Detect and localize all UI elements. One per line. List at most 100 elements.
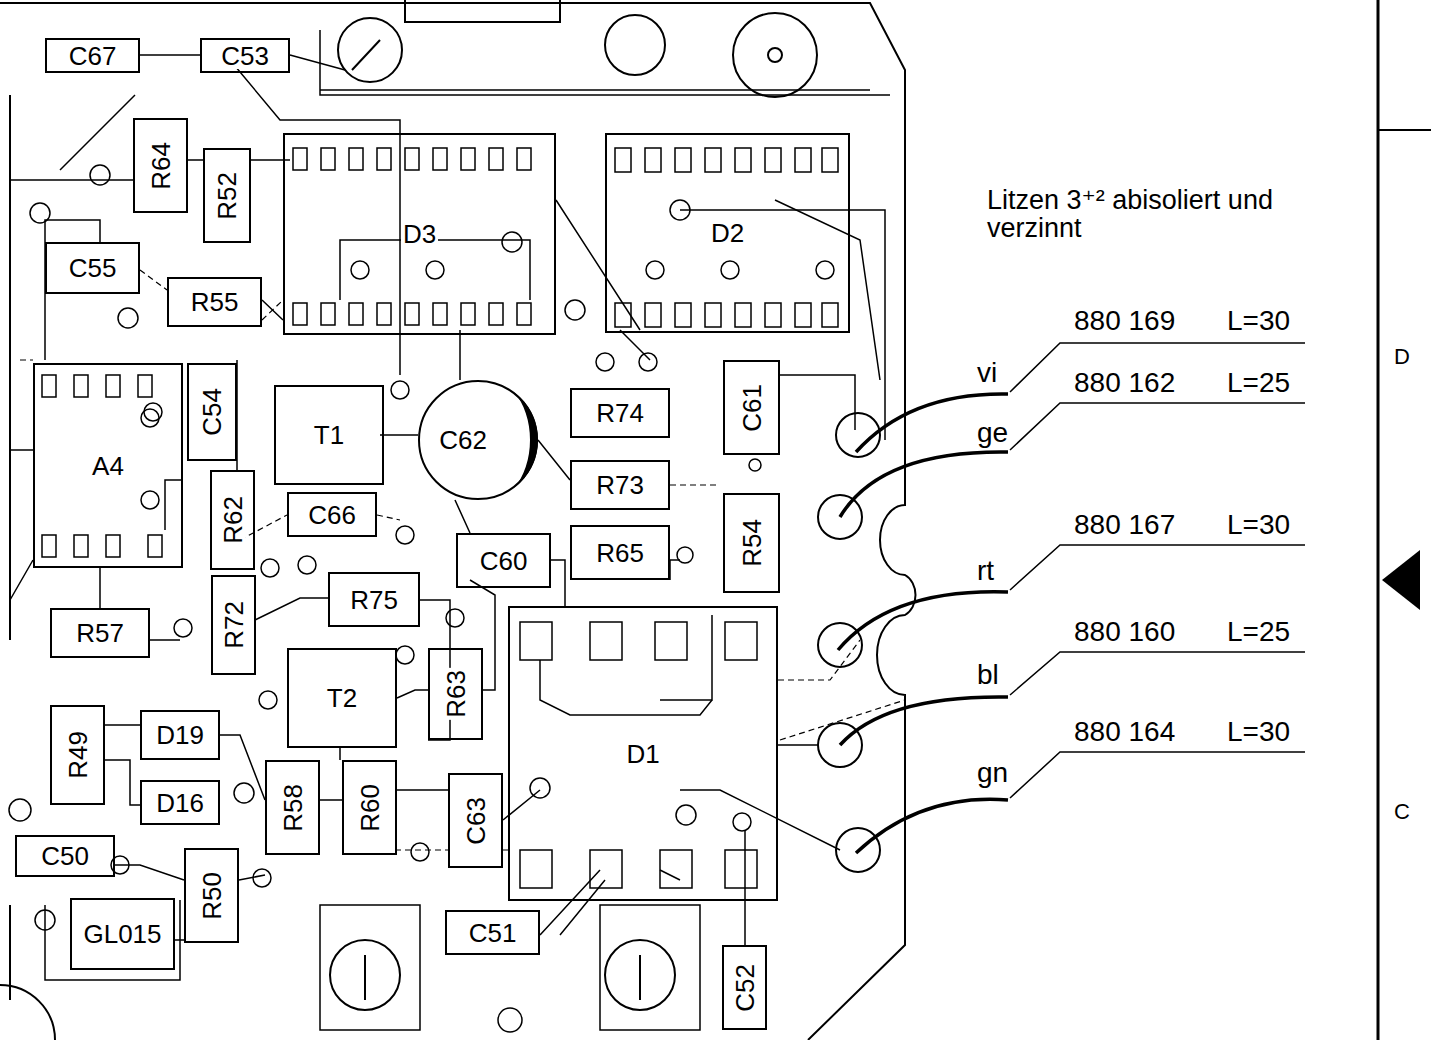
trace <box>352 40 380 70</box>
part-number: 880 167 <box>1072 510 1177 539</box>
component-outline: R58 <box>265 760 320 855</box>
vias <box>9 165 834 930</box>
part-reference: R63 <box>443 668 469 720</box>
component-outline: R72 <box>211 575 256 675</box>
part-reference: D16 <box>154 790 206 816</box>
wire-length: L=25 <box>1225 617 1292 646</box>
component-outline: C55 <box>45 242 140 294</box>
component-outline: C63 <box>448 773 503 868</box>
part-reference: C54 <box>199 386 225 438</box>
component-outline: R55 <box>167 277 262 327</box>
part-reference: D2 <box>709 220 746 246</box>
part-reference: D3 <box>401 221 438 247</box>
part-reference: R50 <box>199 870 225 922</box>
wire-length: L=30 <box>1225 510 1292 539</box>
component-outline: R74 <box>570 388 670 438</box>
part-reference: C55 <box>67 255 119 281</box>
drawing-frame <box>1378 0 1431 1040</box>
wire-length: L=30 <box>1225 717 1292 746</box>
part-reference: C61 <box>738 382 764 434</box>
component-outline: C52 <box>722 945 767 1030</box>
part-reference: R75 <box>348 587 400 613</box>
part-reference: C51 <box>467 920 519 946</box>
component-outline: D19 <box>140 710 220 760</box>
component-outline: C51 <box>445 910 540 955</box>
component-outline: GL015 <box>70 898 175 970</box>
trace <box>320 30 890 95</box>
component-outline: R64 <box>133 118 188 213</box>
part-reference: R55 <box>189 289 241 315</box>
board-outline <box>0 985 55 1040</box>
part-reference: C67 <box>67 43 119 69</box>
part-reference: C62 <box>437 427 489 453</box>
part-reference: R72 <box>221 599 247 651</box>
component-outline: C66 <box>287 492 377 537</box>
component-outline: R52 <box>203 148 251 243</box>
assembly-note: Litzen 3⁺² abisoliert und verzinnt <box>985 186 1319 243</box>
part-reference: C60 <box>478 548 530 574</box>
part-reference: D1 <box>624 741 661 767</box>
leader-lines <box>1010 343 1305 798</box>
grid-letter: D <box>1392 345 1412 368</box>
capacitor-circle: C62 <box>418 380 538 500</box>
ic-pins <box>293 148 531 325</box>
mounting-hole <box>338 18 402 82</box>
component-outline: R54 <box>723 493 780 593</box>
component-outline: T1 <box>274 385 384 485</box>
component-outline: C60 <box>456 533 551 588</box>
mounting-hole <box>768 48 782 62</box>
part-number: 880 160 <box>1072 617 1177 646</box>
mounting-hole <box>605 15 665 75</box>
mounting-hole <box>330 940 400 1010</box>
component-outline: R63 <box>428 648 483 740</box>
part-number: 880 162 <box>1072 368 1177 397</box>
dashed-traces <box>20 270 905 850</box>
wire-length: L=25 <box>1225 368 1292 397</box>
component-outline: R50 <box>184 848 239 943</box>
part-number: 880 164 <box>1072 717 1177 746</box>
component-outline: T2 <box>287 648 397 748</box>
part-reference: GL015 <box>81 921 163 947</box>
ic-pins <box>615 148 838 327</box>
centering-arrow <box>1382 550 1420 610</box>
component-outline: R62 <box>210 470 255 570</box>
part-reference: R52 <box>214 170 240 222</box>
component-outline: C61 <box>723 360 780 455</box>
wire-color: ge <box>975 418 1010 447</box>
board-edge <box>9 95 11 1000</box>
wire-color: gn <box>975 758 1010 787</box>
component-outline: C50 <box>15 835 115 877</box>
component-outline: D3 <box>283 133 556 335</box>
board-outline <box>0 3 916 1040</box>
component-outline: C53 <box>200 38 290 73</box>
grid-letter: C <box>1392 800 1412 823</box>
component-outline: R49 <box>50 705 105 805</box>
component-outline: R65 <box>570 525 670 580</box>
component-outline: C54 <box>187 363 237 461</box>
mounting-hole <box>605 940 675 1010</box>
part-reference: T2 <box>325 685 359 711</box>
wire-length: L=30 <box>1225 306 1292 335</box>
part-reference: C50 <box>39 843 91 869</box>
component-outline: R60 <box>342 760 397 855</box>
part-reference: C53 <box>219 43 271 69</box>
part-reference: R73 <box>594 472 646 498</box>
part-reference: C63 <box>463 795 489 847</box>
traces <box>10 55 885 980</box>
part-reference: R54 <box>738 517 764 569</box>
part-reference: R64 <box>148 140 174 192</box>
component-outline: R75 <box>328 572 420 627</box>
wire-color: rt <box>975 556 996 585</box>
ic-pins <box>42 375 162 557</box>
connector-outline <box>405 0 560 22</box>
part-reference: T1 <box>312 422 346 448</box>
ic-pads <box>520 622 757 888</box>
part-reference: R60 <box>357 782 383 834</box>
part-reference: R65 <box>594 540 646 566</box>
polarity-mark <box>514 392 538 488</box>
wire-color: vi <box>975 358 999 387</box>
part-reference: R57 <box>74 620 126 646</box>
trace <box>364 955 366 1000</box>
part-reference: D19 <box>154 722 206 748</box>
part-reference: C66 <box>306 502 358 528</box>
